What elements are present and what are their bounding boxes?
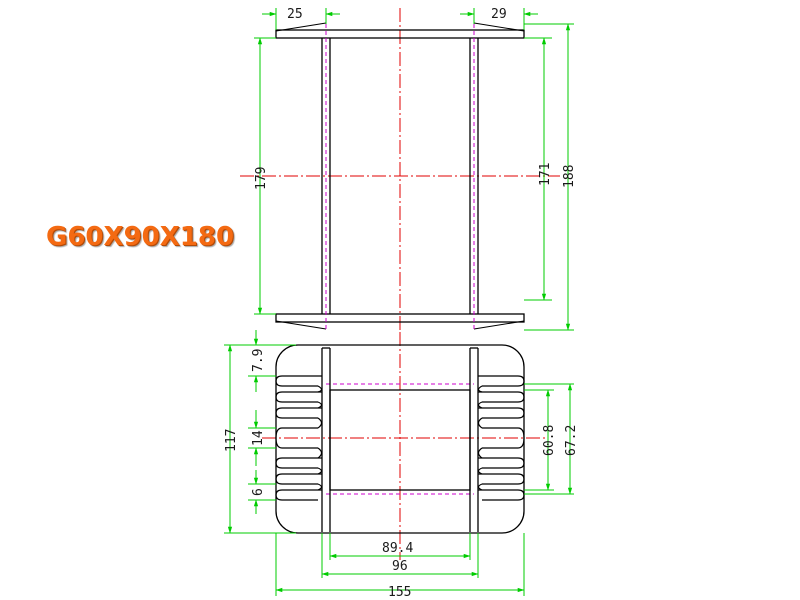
dim-right-flange: 29 [491,7,507,22]
taper-line [473,320,525,330]
dim-slot-pitch: 14 [251,430,266,446]
bottom-view: 117 7.9 14 6 60.8 67.2 89.4 [224,330,579,600]
dim-height-left: 179 [254,167,269,190]
taper-line [473,22,525,32]
top-flange [275,29,525,39]
dim-top-offset: 7.9 [251,349,266,372]
dim-inner-height: 171 [538,163,553,186]
top-view: 25 29 179 171 188 [240,7,577,332]
taper-line [275,22,327,32]
bottom-flange [275,313,525,323]
dim-window-height: 60.8 [542,425,557,456]
right-pin-comb [477,375,525,501]
dim-overall-width: 155 [388,585,411,600]
dim-outer-window: 67.2 [564,425,579,456]
dim-mid-width: 96 [392,559,408,574]
dim-overall-height: 117 [224,429,239,452]
left-pin-comb [275,375,323,501]
dim-total-height: 188 [562,165,577,188]
model-title: G60X90X180 [46,222,235,252]
dim-inner-width: 89.4 [382,541,413,556]
dim-bottom-offset: 6 [251,488,266,496]
dim-left-flange: 25 [287,7,303,22]
taper-line [275,320,327,330]
